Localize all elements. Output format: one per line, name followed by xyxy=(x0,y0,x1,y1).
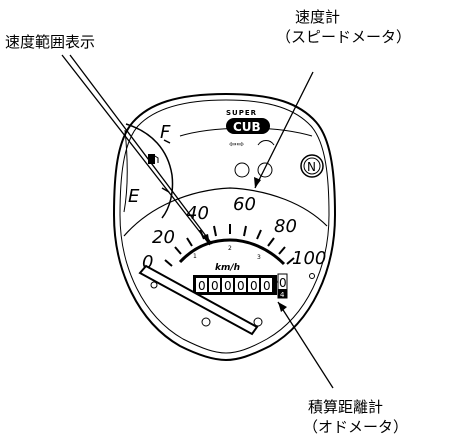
tick-60 xyxy=(243,225,247,237)
odometer-digit-4: 0 xyxy=(237,279,245,293)
leader-speedometer xyxy=(254,71,314,189)
dial-dot-left xyxy=(150,281,158,289)
tick-100 xyxy=(286,257,295,265)
odometer-tenth-sub: 4 xyxy=(280,291,285,299)
speedometer-needle xyxy=(138,264,259,336)
leader-odometer xyxy=(277,301,334,389)
speed-unit: km/h xyxy=(215,263,240,273)
speed-number-60: 60 xyxy=(233,194,256,215)
odometer-digit-3: 0 xyxy=(224,279,232,293)
speed-ticks xyxy=(164,224,295,267)
hub-screw-left xyxy=(201,317,211,327)
fuel-full-mark: F xyxy=(160,122,171,143)
leader-speed-range-2 xyxy=(69,54,213,245)
fuel-gauge: F E xyxy=(123,122,174,219)
speed-number-20: 20 xyxy=(152,227,175,248)
speed-number-40: 40 xyxy=(186,203,209,224)
oil-indicator-icon xyxy=(257,140,275,146)
odometer-tenth-digit: 0 xyxy=(279,276,287,290)
super-cub-logo: SUPER CUB xyxy=(226,109,270,134)
speed-number-100: 100 xyxy=(292,248,326,269)
odometer: 0 0 0 0 0 0 0 4 xyxy=(193,273,288,299)
arrow-odometer xyxy=(278,302,287,312)
neutral-lamp-ring xyxy=(303,157,321,175)
label-speedometer-title: 速度計 xyxy=(295,8,340,26)
neutral-letter: N xyxy=(307,160,316,174)
speedometer-needle-ring xyxy=(178,238,286,266)
logo-super: SUPER xyxy=(226,109,257,117)
tick-40 xyxy=(213,225,217,237)
speedometer-dial-arc xyxy=(123,187,328,237)
odometer-digit-2: 0 xyxy=(211,279,219,293)
callout-lines xyxy=(61,54,334,389)
label-odometer-subtitle: （オドメータ） xyxy=(303,418,408,436)
turn-indicator-icon: ⇦⇨ xyxy=(229,140,245,150)
arrow-speed-range xyxy=(202,234,210,245)
label-odometer-title: 積算距離計 xyxy=(308,398,383,416)
oil-lamp xyxy=(257,162,273,178)
logo-cub: CUB xyxy=(233,120,261,134)
speed-number-0: 0 xyxy=(142,252,153,273)
range-number-1: 1 xyxy=(193,253,197,260)
tick-20 xyxy=(186,237,193,247)
dial-dot-right xyxy=(309,273,315,279)
label-speed-range: 速度範囲表示 xyxy=(5,33,95,51)
range-number-2: 2 xyxy=(228,245,232,252)
tick-80 xyxy=(267,237,275,247)
tick-70 xyxy=(256,229,262,240)
label-speedometer-subtitle: （スピードメータ） xyxy=(276,28,411,46)
odometer-digit-1: 0 xyxy=(198,279,206,293)
fuel-pump-icon xyxy=(148,154,159,164)
tick-90 xyxy=(278,246,286,255)
odometer-digit-5: 0 xyxy=(250,279,258,293)
range-number-3: 3 xyxy=(257,254,261,261)
odometer-digit-6: 0 xyxy=(263,279,271,293)
tick-0 xyxy=(164,259,173,267)
tick-10 xyxy=(174,246,182,255)
speed-number-80: 80 xyxy=(274,216,297,237)
hub-screw-right xyxy=(253,317,263,327)
leader-speed-range xyxy=(61,54,211,246)
turn-lamp xyxy=(234,162,250,178)
arrow-speedometer xyxy=(254,177,261,188)
fuel-empty-mark: E xyxy=(128,186,140,207)
